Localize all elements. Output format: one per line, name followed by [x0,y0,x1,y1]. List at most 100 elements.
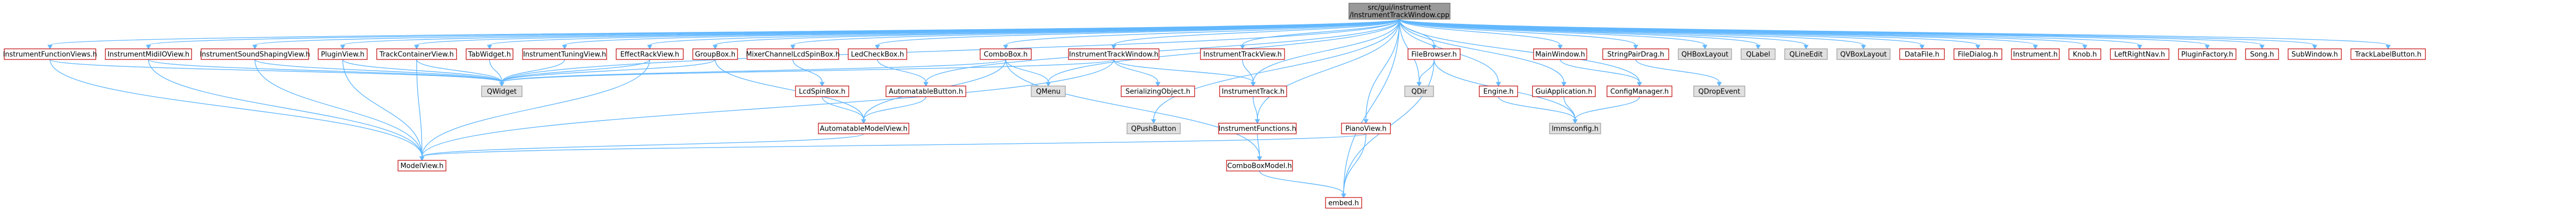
node-label: /InstrumentTrackWindow.cpp [1349,12,1449,20]
node-label: StringPairDrag.h [1608,51,1664,59]
edge-tcv-to-qwidget [416,59,504,87]
node-so[interactable]: SerializingObject.h [1121,85,1195,97]
node-label: TabWidget.h [468,51,511,59]
arrowhead [2312,45,2317,50]
node-piano[interactable]: PianoView.h [1341,123,1391,134]
arrowhead [1417,82,1422,87]
edge-itrv-to-it [1242,59,1256,87]
node-label: InstrumentSoundShapingView.h [200,51,310,59]
node-ab[interactable]: AutomatableButton.h [885,85,966,97]
node-label: src/gui/instrument [1368,4,1431,12]
node-sw[interactable]: SubWindow.h [2288,48,2342,60]
arrowhead [487,45,492,50]
edge-imv-to-mv [148,59,425,161]
node-label: QWidget [487,88,517,96]
node-ifn[interactable]: InstrumentFunctions.h [1218,123,1297,134]
node-spd[interactable]: StringPairDrag.h [1602,48,1669,60]
node-label: DataFile.h [1904,51,1939,59]
arrowhead [1155,82,1161,87]
node-lcb[interactable]: LedCheckBox.h [848,48,907,60]
node-qwidget: QWidget [481,85,523,97]
node-mclsb[interactable]: MixerChannelLcdSpinBox.h [746,48,840,60]
node-mv[interactable]: ModelView.h [397,160,446,171]
node-label: LcdSpinBox.h [799,88,846,96]
node-pf[interactable]: PluginFactory.h [2178,48,2237,60]
node-tlb[interactable]: TrackLabelButton.h [2350,48,2426,60]
arrowhead [340,45,345,50]
arrowhead [647,45,652,50]
arrowhead [713,45,718,50]
arrowhead [1637,82,1642,87]
node-tw[interactable]: TabWidget.h [466,48,513,60]
arrowhead [562,45,567,50]
arrowhead [1341,193,1346,199]
node-qhbl: QHBoxLayout [1678,48,1732,60]
node-label: EffectRackView.h [620,51,680,59]
node-qlabel: QLabel [1741,48,1776,60]
edge-lcb-to-ab [877,59,929,87]
node-ifv[interactable]: InstrumentFunctionViews.h [3,48,97,60]
node-cb[interactable]: ComboBox.h [980,48,1032,60]
node-eng[interactable]: Engine.h [1479,85,1518,97]
node-issv[interactable]: InstrumentSoundShapingView.h [200,48,310,60]
node-label: InstrumentFunctions.h [1219,125,1296,133]
node-label: MixerChannelLcdSpinBox.h [746,51,840,59]
node-label: SubWindow.h [2291,51,2338,59]
node-embed[interactable]: embed.h [1325,197,1362,209]
node-tcv[interactable]: TrackContainerView.h [376,48,457,60]
node-inst[interactable]: Instrument.h [2011,48,2060,60]
edge-ifn-to-cbm [1257,133,1262,161]
node-cm[interactable]: ConfigManager.h [1606,85,1672,97]
node-amv[interactable]: AutomatableModelView.h [818,123,909,134]
node-imv[interactable]: InstrumentMidiIOView.h [105,48,192,60]
node-itw[interactable]: InstrumentTrackWindow.h [1068,48,1159,60]
node-itrv[interactable]: InstrumentTrackView.h [1200,48,1285,60]
node-song[interactable]: Song.h [2245,48,2279,60]
node-pv[interactable]: PluginView.h [318,48,368,60]
node-gb[interactable]: GroupBox.h [692,48,738,60]
node-itv[interactable]: InstrumentTuningView.h [522,48,607,60]
node-fb[interactable]: FileBrowser.h [1407,48,1461,60]
edge-root-to-piano [1363,19,1400,124]
node-lrn[interactable]: LeftRightNav.h [2110,48,2169,60]
node-label: InstrumentFunctionViews.h [3,51,97,59]
node-mw[interactable]: MainWindow.h [1533,48,1587,60]
arrowhead [2259,45,2265,50]
node-label: QLabel [1746,51,1770,59]
node-label: SerializingObject.h [1125,88,1190,96]
edge-root-to-qle [1399,19,1809,50]
node-guiapp[interactable]: GuiApplication.h [1532,85,1596,97]
node-lsb[interactable]: LcdSpinBox.h [795,85,849,97]
node-root[interactable]: src/gui/instrument/InstrumentTrackWindow… [1348,3,1451,20]
node-cbm[interactable]: ComboBoxModel.h [1226,160,1293,171]
node-label: QPushButton [1131,125,1177,133]
node-erv[interactable]: EffectRackView.h [616,48,684,60]
node-label: TrackLabelButton.h [2354,51,2421,59]
node-qle: QLineEdit [1784,48,1828,60]
node-label: AutomatableModelView.h [820,125,908,133]
node-label: FileDialog.h [1958,51,1998,59]
node-qdir: QDir [1404,85,1434,97]
node-label: embed.h [1328,200,1359,208]
edge-eng-to-lmms [1498,96,1578,124]
arrowhead [252,45,258,50]
node-label: AutomatableButton.h [889,88,963,96]
node-knob[interactable]: Knob.h [2068,48,2101,60]
edge-root-to-lcb [875,19,1400,50]
edge-piano-to-embed [1341,133,1366,199]
arrowhead [414,45,419,50]
edge-itw-to-so [1113,59,1161,87]
edge-ifv-to-mv [49,59,425,161]
node-qmenu: QMenu [1031,85,1066,97]
edge-root-to-qhbl [1399,19,1708,50]
node-qvbl: QVBoxLayout [1836,48,1891,60]
node-df[interactable]: DataFile.h [1899,48,1945,60]
arrowhead [2033,45,2038,50]
edge-itw-to-mv [419,59,1114,161]
arrowhead [1572,119,1578,124]
arrowhead [1861,45,1866,50]
edge-root-to-tlb [1399,19,2391,50]
node-fd[interactable]: FileDialog.h [1953,48,2002,60]
node-it[interactable]: InstrumentTrack.h [1219,85,1287,97]
